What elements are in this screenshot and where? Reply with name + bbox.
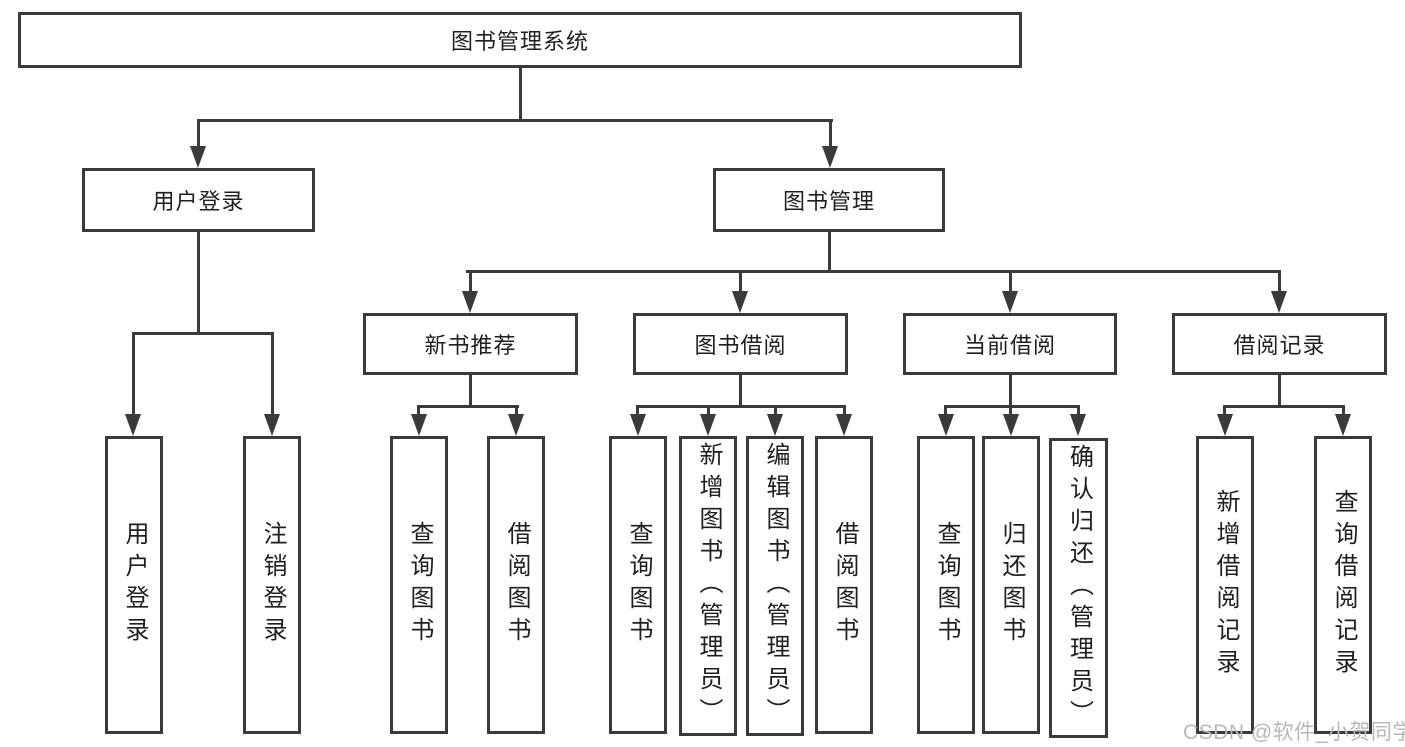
node-user-login: 用户登录	[82, 168, 315, 232]
node-root: 图书管理系统	[18, 12, 1022, 68]
arrow-down-icon	[836, 414, 852, 436]
leaf-recommend-borrow-books-label: 借阅图书	[503, 521, 530, 649]
node-borrowing-records-label: 借阅记录	[1233, 333, 1326, 358]
leaf-user-login-label: 用户登录	[121, 521, 148, 649]
arrow-down-icon	[1003, 414, 1019, 436]
arrow-down-icon	[1335, 414, 1351, 436]
leaf-recommend-query-books: 查询图书	[390, 436, 448, 734]
connector-line	[1009, 270, 1012, 295]
arrow-down-icon	[125, 414, 141, 436]
connector-line	[1223, 405, 1226, 417]
arrow-down-icon	[508, 414, 524, 436]
connector-line	[739, 270, 742, 295]
arrow-down-icon	[732, 291, 748, 313]
connector-line	[1077, 405, 1080, 417]
leaf-logout-label: 注销登录	[259, 521, 286, 649]
leaf-current-confirm-return-admin-label: 确认归还（管理员）	[1065, 444, 1093, 732]
node-root-label: 图书管理系统	[450, 29, 589, 54]
leaf-records-add-record: 新增借阅记录	[1196, 436, 1254, 734]
leaf-borrowing-query-books: 查询图书	[609, 436, 667, 734]
connector-line	[739, 375, 742, 408]
leaf-borrowing-add-books-admin: 新增图书（管理员）	[679, 436, 737, 736]
connector-line	[1009, 405, 1012, 417]
arrow-down-icon	[1217, 414, 1233, 436]
node-book-management: 图书管理	[713, 168, 945, 232]
arrow-down-icon	[630, 414, 646, 436]
node-current-borrowing: 当前借阅	[903, 313, 1117, 375]
connector-line	[417, 405, 519, 408]
connector-line	[1278, 270, 1281, 295]
arrow-down-icon	[264, 414, 280, 436]
arrow-down-icon	[822, 146, 838, 168]
node-book-management-label: 图书管理	[782, 189, 875, 214]
connector-line	[132, 332, 274, 335]
leaf-borrowing-edit-books-admin: 编辑图书（管理员）	[746, 436, 804, 736]
leaf-logout: 注销登录	[243, 436, 301, 734]
connector-line	[417, 405, 420, 417]
connector-line	[469, 270, 472, 295]
node-borrowing-records: 借阅记录	[1172, 313, 1387, 375]
connector-line	[466, 270, 1281, 273]
leaf-current-return-books-label: 归还图书	[998, 521, 1025, 649]
arrow-down-icon	[700, 414, 716, 436]
connector-line	[944, 405, 947, 417]
connector-line	[469, 375, 472, 408]
leaf-current-return-books: 归还图书	[982, 436, 1040, 734]
arrow-down-icon	[1002, 291, 1018, 313]
node-book-borrowing: 图书借阅	[633, 313, 848, 375]
leaf-user-login: 用户登录	[105, 436, 163, 734]
node-new-book-recommend-label: 新书推荐	[424, 333, 517, 358]
leaf-borrowing-query-books-label: 查询图书	[625, 521, 652, 649]
leaf-current-confirm-return-admin: 确认归还（管理员）	[1049, 438, 1108, 738]
connector-line	[774, 405, 777, 417]
connector-line	[519, 68, 522, 121]
connector-line	[828, 232, 831, 273]
connector-line	[1009, 375, 1012, 408]
leaf-borrowing-borrow-books-label: 借阅图书	[831, 521, 858, 649]
connector-line	[197, 119, 200, 150]
leaf-current-query-books: 查询图书	[917, 436, 975, 734]
connector-line	[829, 119, 832, 150]
connector-line	[1223, 405, 1345, 408]
leaf-records-query-record: 查询借阅记录	[1314, 436, 1372, 734]
leaf-borrowing-borrow-books: 借阅图书	[815, 436, 873, 734]
csdn-watermark: CSDN @软件_小贺同学	[1183, 721, 1405, 744]
connector-line	[515, 405, 518, 417]
connector-line	[707, 405, 710, 417]
connector-line	[1278, 375, 1281, 408]
node-user-login-label: 用户登录	[152, 189, 245, 214]
arrow-down-icon	[462, 291, 478, 313]
leaf-records-add-record-label: 新增借阅记录	[1212, 489, 1239, 681]
leaf-records-query-record-label: 查询借阅记录	[1330, 489, 1357, 681]
leaf-borrowing-edit-books-admin-label: 编辑图书（管理员）	[762, 442, 789, 730]
arrow-down-icon	[767, 414, 783, 436]
connector-line	[132, 332, 135, 417]
leaf-recommend-query-books-label: 查询图书	[406, 521, 433, 649]
leaf-borrowing-add-books-admin-label: 新增图书（管理员）	[695, 442, 722, 730]
arrow-down-icon	[1070, 414, 1086, 436]
leaf-recommend-borrow-books: 借阅图书	[487, 436, 545, 734]
arrow-down-icon	[411, 414, 427, 436]
connector-line	[1342, 405, 1345, 417]
connector-line	[636, 405, 639, 417]
arrow-down-icon	[1271, 291, 1287, 313]
leaf-current-query-books-label: 查询图书	[933, 521, 960, 649]
connector-line	[944, 405, 1080, 408]
node-book-borrowing-label: 图书借阅	[694, 333, 787, 358]
connector-line	[197, 232, 200, 335]
connector-line	[271, 332, 274, 417]
connector-line	[197, 119, 833, 122]
node-current-borrowing-label: 当前借阅	[963, 333, 1056, 358]
connector-line	[636, 405, 846, 408]
arrow-down-icon	[190, 146, 206, 168]
connector-line	[843, 405, 846, 417]
node-new-book-recommend: 新书推荐	[363, 313, 578, 375]
arrow-down-icon	[938, 414, 954, 436]
